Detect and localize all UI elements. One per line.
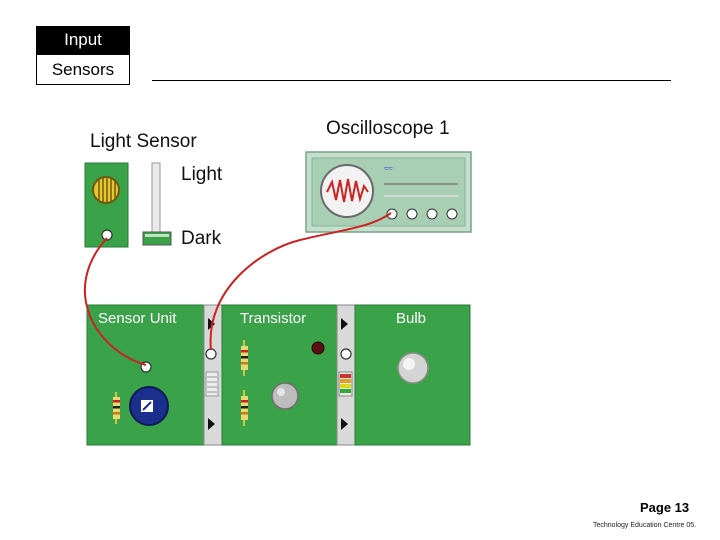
light-sensor-label: Light Sensor — [90, 131, 197, 152]
transistor-icon — [271, 382, 299, 410]
sensor-output-socket — [101, 229, 113, 241]
transistor-title: Transistor — [240, 310, 307, 327]
oscilloscope-label: Oscilloscope 1 — [326, 118, 450, 139]
tab-sensors[interactable]: Sensors — [36, 54, 130, 85]
scope-input-socket-1 — [386, 208, 398, 220]
sensor-unit-module[interactable] — [86, 304, 205, 446]
resistor-icon — [241, 390, 248, 426]
page-number: Page 13 — [640, 500, 690, 515]
resistor-icon — [113, 392, 120, 424]
light-sensor-board[interactable] — [84, 162, 129, 248]
dark-label: Dark — [181, 228, 222, 249]
connector-strip-2 — [336, 304, 356, 446]
light-label: Light — [181, 164, 223, 185]
oscilloscope[interactable]: ≈≈ — [305, 151, 472, 233]
scope-input-socket-2 — [406, 208, 418, 220]
scope-input-socket-3 — [426, 208, 438, 220]
svg-text:≈≈: ≈≈ — [384, 164, 393, 173]
oscilloscope-screen — [320, 164, 374, 218]
bulb-module[interactable] — [354, 304, 471, 446]
wire-sensor-to-unit — [84, 237, 147, 366]
footer-credit: Technology Education Centre 05. — [593, 522, 697, 529]
scope-input-socket-4 — [446, 208, 458, 220]
sensor-unit-title: Sensor Unit — [98, 310, 177, 327]
header-divider — [152, 80, 671, 81]
tab-input[interactable]: Input — [36, 26, 130, 54]
potentiometer-knob-icon — [129, 386, 169, 426]
transistor-module[interactable] — [221, 304, 338, 446]
bulb-title: Bulb — [396, 310, 427, 327]
light-level-slider[interactable] — [142, 162, 172, 246]
wire-unit-to-scope — [209, 212, 392, 351]
connector-strip-1 — [203, 304, 223, 446]
resistor-icon — [241, 340, 248, 376]
led-icon — [311, 341, 325, 355]
